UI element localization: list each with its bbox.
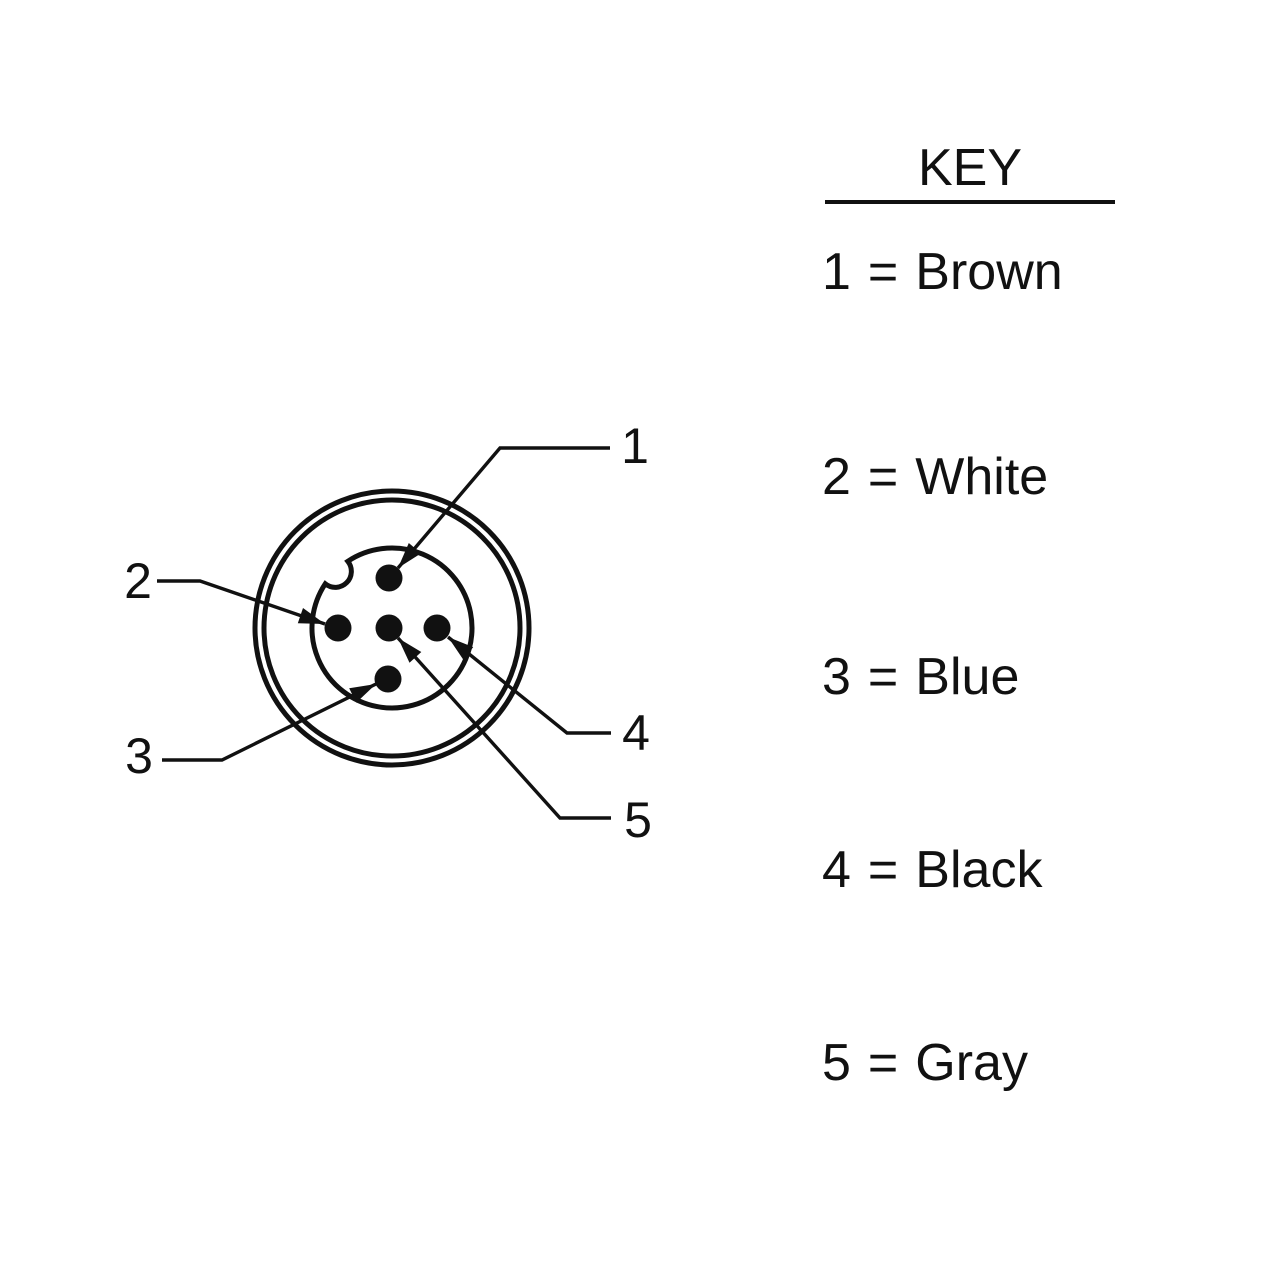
callout-leader-1: [396, 446, 610, 570]
pin-dot-4-right: [423, 614, 451, 642]
key-entry-equals: =: [867, 1034, 899, 1092]
callout-number-5: 5: [624, 792, 652, 848]
callout-number-3: 3: [125, 728, 153, 784]
key-entry-color-name: Gray: [915, 1034, 1028, 1092]
key-entry-pin-number: 4: [822, 841, 851, 899]
key-entry-equals: =: [867, 243, 899, 301]
key-title-underline: [825, 200, 1115, 204]
connector-outer-ring: [252, 488, 532, 768]
callout-arrowhead-4: [448, 637, 474, 660]
pin-dot-1-top: [375, 564, 403, 592]
callout-leader-5: [396, 636, 611, 820]
pin-dot-2-left: [324, 614, 352, 642]
key-entry-equals: =: [867, 648, 899, 706]
key-entry-equals: =: [867, 841, 899, 899]
key-entry-5: 5 = Gray: [822, 1037, 1028, 1089]
callout-number-1: 1: [621, 418, 649, 474]
connector-middle-ring: [261, 497, 523, 759]
key-entry-equals: =: [867, 448, 899, 506]
callout-number-2: 2: [124, 553, 152, 609]
key-entry-pin-number: 2: [822, 448, 851, 506]
pin-face-outline-with-keyway: [309, 545, 475, 711]
callout-leader-4: [446, 635, 611, 735]
key-entry-color-name: Brown: [915, 243, 1063, 301]
key-entry-pin-number: 5: [822, 1034, 851, 1092]
callout-arrowhead-2: [297, 608, 325, 624]
callout-leader-3: [162, 682, 377, 762]
pin-dot-5-center: [375, 614, 403, 642]
key-entry-color-name: White: [915, 448, 1049, 506]
callout-arrowhead-1: [398, 543, 421, 568]
callout-arrowhead-3: [349, 684, 376, 703]
key-entry-pin-number: 1: [822, 243, 851, 301]
callout-leader-2: [157, 579, 326, 626]
callout-number-4: 4: [622, 705, 650, 761]
key-entry-3: 3 = Blue: [822, 651, 1019, 703]
key-entry-color-name: Black: [915, 841, 1043, 899]
key-entry-1: 1 = Brown: [822, 246, 1063, 298]
pin-dot-3-bottom: [374, 665, 402, 693]
key-entry-4: 4 = Black: [822, 844, 1042, 896]
key-entry-2: 2 = White: [822, 451, 1048, 503]
key-title: KEY: [917, 139, 1023, 197]
callout-arrowhead-5: [398, 638, 422, 663]
key-entry-color-name: Blue: [915, 648, 1020, 706]
key-entry-pin-number: 3: [822, 648, 851, 706]
